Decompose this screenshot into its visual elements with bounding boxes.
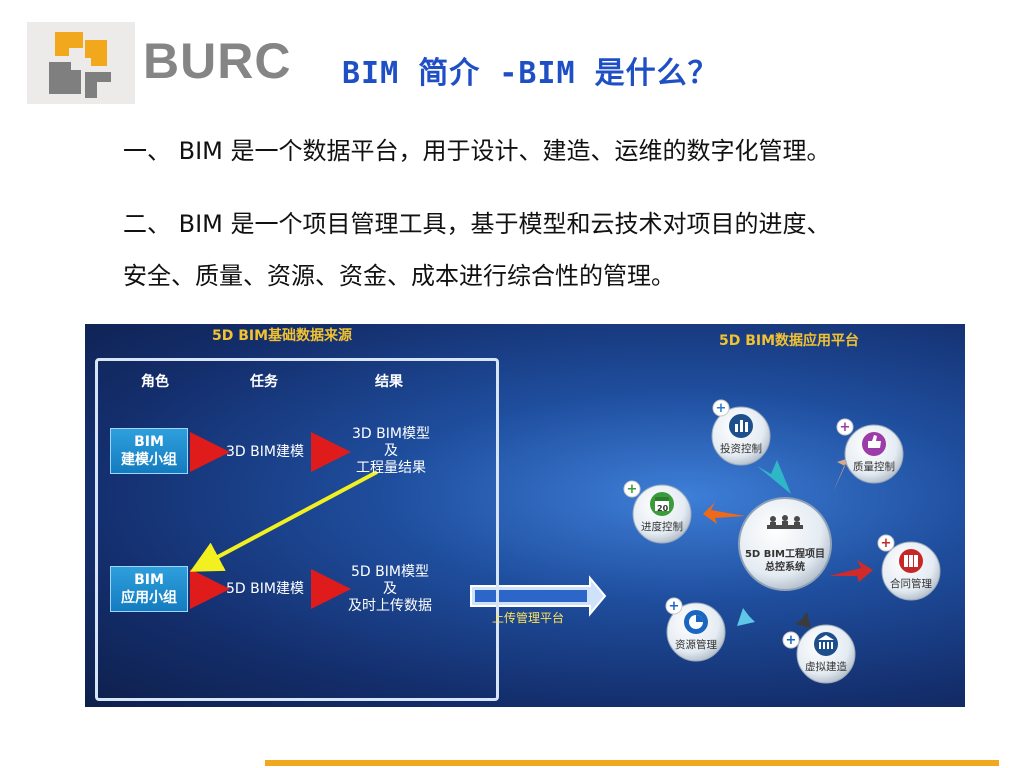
node-virtual: + — [783, 625, 855, 683]
meeting-icon — [767, 515, 803, 529]
role-box-line1: BIM — [111, 433, 187, 451]
point-one: 一、 BIM 是一个数据平台，用于设计、建造、运维的数字化管理。 — [123, 131, 831, 166]
logo-mark-icon — [27, 22, 135, 104]
teal-arrow — [757, 460, 791, 494]
result-modeling: 3D BIM模型 及 工程量结果 — [343, 426, 439, 477]
hub-line1: 5D BIM工程项目 — [735, 548, 835, 561]
label-contract: 合同管理 — [871, 576, 951, 591]
hub-line2: 总控系统 — [735, 561, 835, 574]
label-quality: 质量控制 — [834, 459, 914, 474]
task-modeling: 3D BIM建模 — [226, 444, 304, 461]
role-box-line1: BIM — [111, 571, 187, 589]
role-box-line2: 建模小组 — [111, 451, 187, 469]
hub-circle — [739, 498, 831, 590]
bim-diagram: + + + + + — [85, 324, 965, 707]
logo-text: BURC — [143, 32, 291, 90]
header-result: 结果 — [375, 374, 403, 391]
label-virtual: 虚拟建造 — [786, 659, 866, 674]
result-line1: 5D BIM模型 — [337, 564, 443, 581]
result-line3: 工程量结果 — [343, 460, 439, 477]
header-task: 任务 — [250, 374, 278, 391]
burc-logo: BURC — [27, 22, 287, 104]
svg-text:+: + — [786, 633, 797, 648]
orange-arrow — [703, 502, 745, 524]
result-line1: 3D BIM模型 — [343, 426, 439, 443]
dark-arrow — [777, 592, 811, 628]
result-line3: 及时上传数据 — [337, 598, 443, 615]
red-arrow-right — [829, 560, 873, 582]
label-investment: 投资控制 — [701, 441, 781, 456]
svg-text:+: + — [881, 536, 892, 551]
role-box-modeling: BIM 建模小组 — [110, 428, 188, 474]
point-two-line1: 二、 BIM 是一个项目管理工具，基于模型和云技术对项目的进度、 — [123, 204, 831, 239]
svg-text:+: + — [669, 599, 680, 614]
footer-bar — [265, 760, 999, 766]
left-title: 5D BIM基础数据来源 — [212, 328, 352, 345]
page-title: BIM 简介 -BIM 是什么？ — [342, 48, 719, 92]
hub-label: 5D BIM工程项目 总控系统 — [735, 548, 835, 574]
point-two-line2: 安全、质量、资源、资金、成本进行综合性的管理。 — [123, 256, 675, 291]
lightblue-arrow — [737, 590, 773, 626]
result-line2: 及 — [337, 581, 443, 598]
label-schedule: 进度控制 — [622, 519, 702, 534]
role-box-application: BIM 应用小组 — [110, 566, 188, 612]
label-resources: 资源管理 — [656, 637, 736, 652]
task-application: 5D BIM建模 — [226, 581, 304, 598]
right-title: 5D BIM数据应用平台 — [719, 333, 859, 350]
result-application: 5D BIM模型 及 及时上传数据 — [337, 564, 443, 615]
role-box-line2: 应用小组 — [111, 589, 187, 607]
left-panel-frame — [95, 358, 499, 701]
upload-label: 上传管理平台 — [492, 610, 564, 627]
calendar-day: 20 — [657, 500, 668, 517]
svg-text:+: + — [627, 482, 638, 497]
result-line2: 及 — [343, 443, 439, 460]
svg-text:+: + — [840, 420, 851, 435]
svg-text:+: + — [716, 401, 727, 416]
header-role: 角色 — [141, 374, 169, 391]
